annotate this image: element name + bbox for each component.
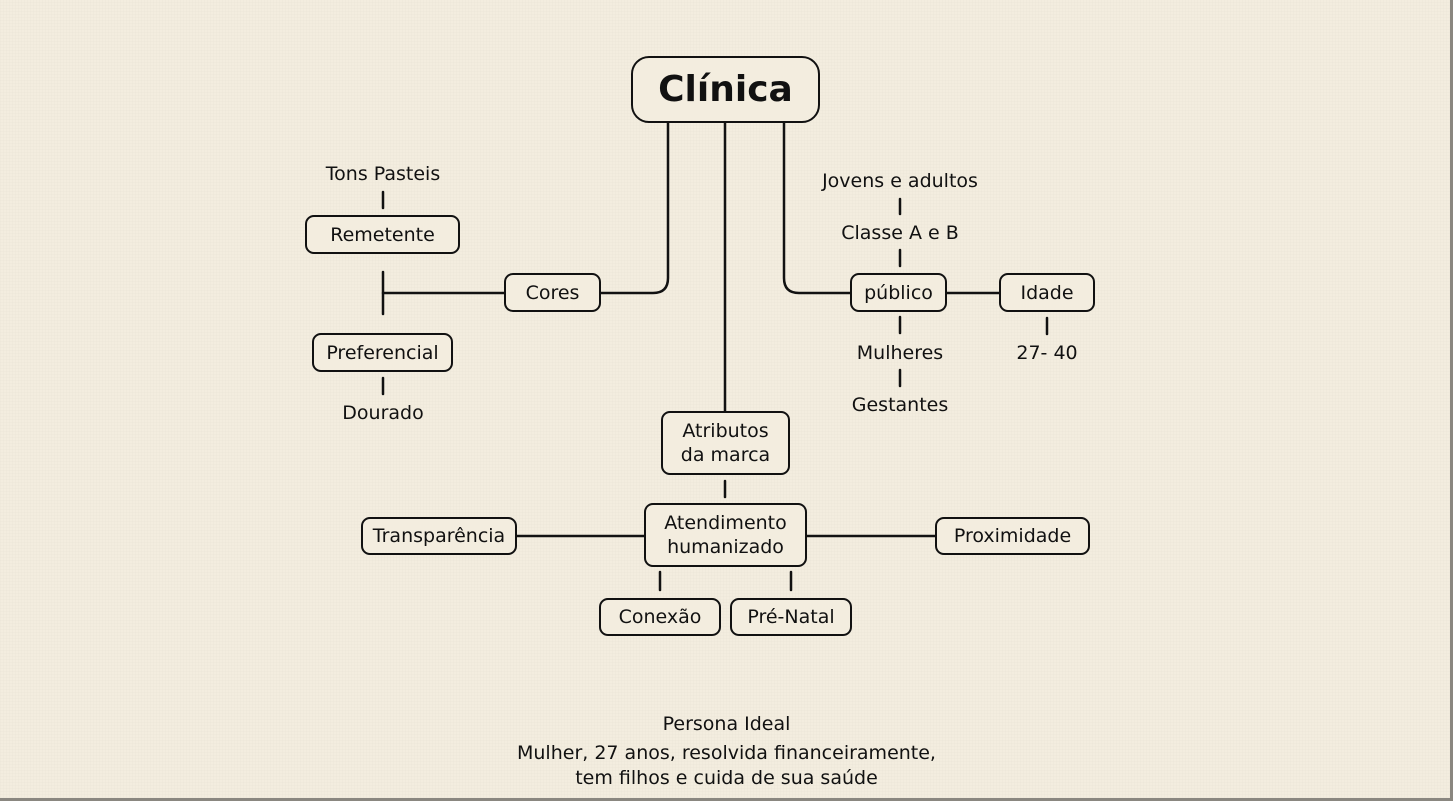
node-remetente-label: Remetente	[330, 223, 435, 246]
node-cores[interactable]: Cores	[504, 273, 601, 312]
node-conexao-label: Conexão	[618, 606, 702, 628]
label-idade-valor: 27- 40	[1016, 342, 1078, 364]
node-atendimento-humanizado[interactable]: Atendimento humanizado	[644, 503, 807, 567]
label-jovens-adultos: Jovens e adultos	[822, 170, 978, 192]
node-pre-natal-label: Pré-Natal	[747, 606, 835, 628]
node-preferencial-label: Preferencial	[326, 341, 439, 364]
persona-line1: Mulher, 27 anos, resolvida financeiramen…	[517, 742, 936, 764]
node-publico-label: público	[864, 281, 933, 304]
node-transparencia[interactable]: Transparência	[361, 517, 517, 555]
node-proximidade[interactable]: Proximidade	[935, 517, 1090, 555]
node-preferencial[interactable]: Preferencial	[312, 333, 453, 372]
label-gestantes: Gestantes	[851, 394, 949, 416]
node-proximidade-label: Proximidade	[953, 525, 1072, 547]
node-pre-natal[interactable]: Pré-Natal	[730, 598, 852, 636]
persona-title: Persona Ideal	[662, 713, 791, 735]
node-atendimento-line1: Atendimento	[664, 512, 787, 534]
label-classe: Classe A e B	[841, 222, 959, 244]
connector-root-cores	[598, 120, 670, 295]
persona-line2: tem filhos e cuida de sua saúde	[575, 767, 878, 789]
node-remetente[interactable]: Remetente	[305, 215, 460, 254]
node-idade-label: Idade	[1020, 281, 1074, 304]
node-publico[interactable]: público	[850, 273, 947, 312]
node-atendimento-line2: humanizado	[667, 536, 784, 558]
connector-root-publico	[782, 120, 852, 295]
node-atributos-line1: Atributos	[682, 420, 769, 442]
node-atributos-marca[interactable]: Atributos da marca	[661, 411, 790, 475]
node-atributos-line2: da marca	[680, 444, 771, 466]
node-cores-label: Cores	[525, 281, 580, 304]
node-idade[interactable]: Idade	[999, 273, 1095, 312]
node-transparencia-label: Transparência	[372, 525, 506, 547]
root-title: Clínica	[658, 68, 793, 110]
label-tons-pasteis: Tons Pasteis	[325, 163, 441, 185]
label-dourado: Dourado	[342, 402, 424, 424]
node-conexao[interactable]: Conexão	[599, 598, 721, 636]
label-mulheres: Mulheres	[856, 342, 944, 364]
root-node-clinica[interactable]: Clínica	[631, 56, 820, 123]
